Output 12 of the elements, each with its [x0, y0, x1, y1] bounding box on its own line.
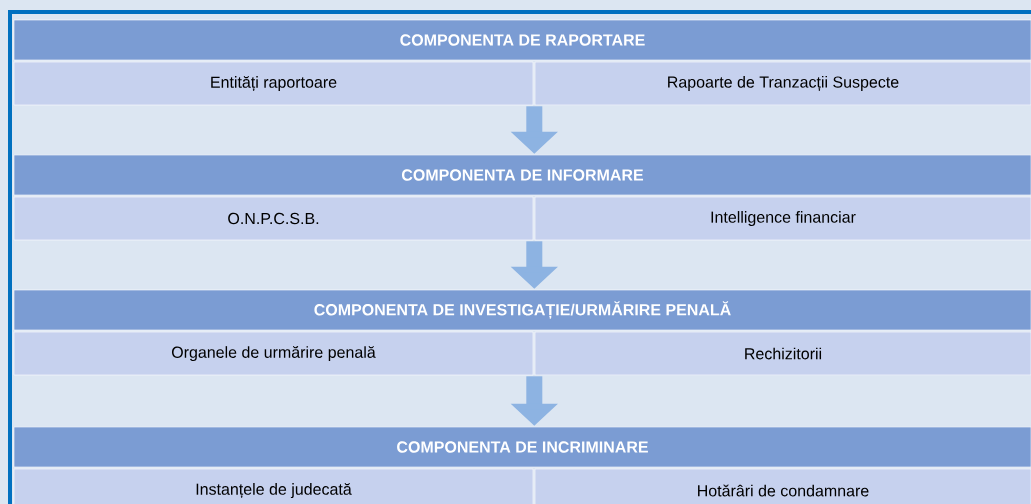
cell-box: Organele de urmărire penală: [13, 331, 534, 376]
cell-box: Entități raportoare: [13, 61, 534, 106]
cell-box: Rechizitorii: [534, 331, 1031, 376]
header-band: COMPONENTA DE INCRIMINARE: [13, 426, 1031, 468]
cell-box: Intelligence financiar: [534, 196, 1031, 241]
cell-box: Instanțele de judecată: [13, 468, 534, 504]
cell-box: Hotărâri de condamnare: [534, 468, 1031, 504]
header-band: COMPONENTA DE INVESTIGAȚIE/URMĂRIRE PENALĂ: [13, 289, 1031, 331]
cell-box: Rapoarte de Tranzacții Suspecte: [534, 61, 1031, 106]
cell-box: O.N.P.C.S.B.: [13, 196, 534, 241]
header-band: COMPONENTA DE RAPORTARE: [13, 19, 1031, 61]
header-band: COMPONENTA DE INFORMARE: [13, 154, 1031, 196]
